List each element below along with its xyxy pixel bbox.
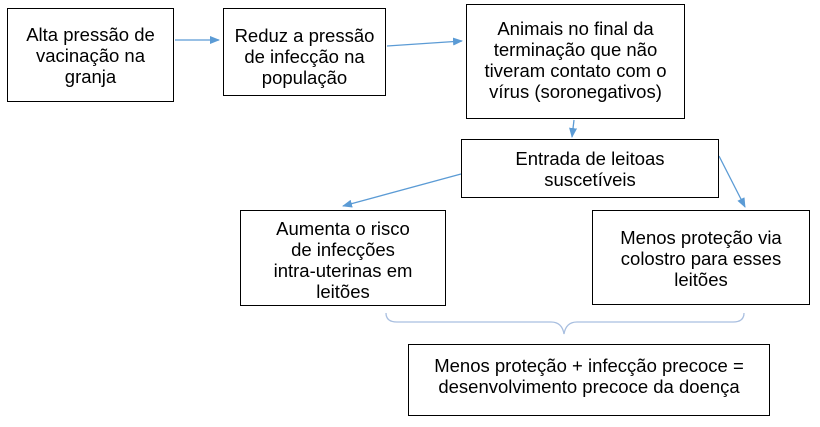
node-menos-protecao-colostro: Menos proteção via colostro para esses l… bbox=[592, 210, 810, 305]
node-label: Animais no final da terminação que não t… bbox=[484, 18, 667, 102]
node-label: Menos proteção via colostro para esses l… bbox=[620, 227, 782, 290]
arrow-box4-to-box6 bbox=[718, 155, 746, 208]
node-label: Alta pressão de vacinação na granja bbox=[26, 23, 155, 87]
node-entrada-leitoas: Entrada de leitoas suscetíveis bbox=[461, 139, 719, 198]
arrow-box3-to-box4 bbox=[569, 119, 578, 138]
node-label: Reduz a pressão de infecção na população bbox=[234, 25, 375, 88]
arrow-box4-to-box5 bbox=[342, 173, 462, 208]
node-risco-infeccoes-intrauterinas: Aumenta o risco de infecções intra-uteri… bbox=[240, 210, 446, 306]
node-label: Menos proteção + infecção precoce = dese… bbox=[434, 355, 744, 397]
node-reduz-pressao-infeccao: Reduz a pressão de infecção na população bbox=[223, 8, 386, 96]
node-label: Entrada de leitoas suscetíveis bbox=[515, 147, 665, 190]
node-label: Aumenta o risco de infecções intra-uteri… bbox=[273, 218, 413, 302]
node-desenvolvimento-precoce: Menos proteção + infecção precoce = dese… bbox=[408, 344, 770, 416]
node-alta-pressao-vacinacao: Alta pressão de vacinação na granja bbox=[7, 8, 174, 102]
arrow-box2-to-box3 bbox=[386, 37, 463, 47]
node-animais-soronegativos: Animais no final da terminação que não t… bbox=[466, 4, 685, 119]
brace-connector bbox=[385, 312, 745, 335]
